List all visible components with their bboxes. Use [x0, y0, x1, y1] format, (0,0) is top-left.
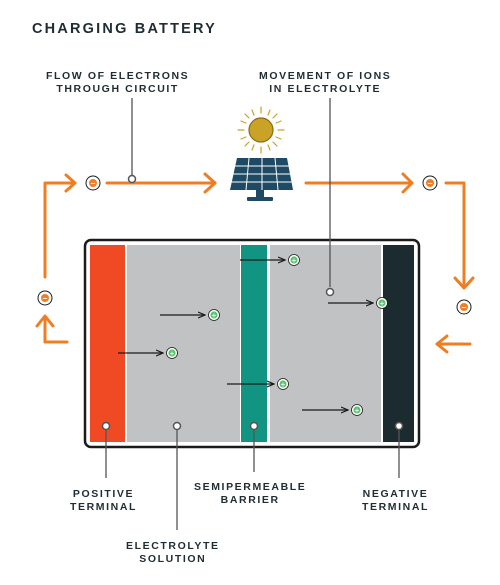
ion-icon: +: [166, 347, 178, 359]
svg-text:−: −: [90, 180, 96, 188]
label-movement-of-ions: MOVEMENT OF IONS IN ELECTROLYTE: [259, 70, 392, 95]
svg-text:+: +: [379, 299, 384, 307]
arrow-right-icon: [401, 172, 414, 194]
solar-panel-icon: [230, 157, 293, 201]
ion-icon: +: [288, 254, 300, 266]
svg-text:−: −: [427, 180, 433, 188]
svg-text:+: +: [280, 380, 285, 388]
circuit-wire: [35, 172, 475, 354]
arrow-right-icon: [203, 172, 217, 194]
circuit-segment-left-top: [43, 181, 75, 279]
label-electrolyte-solution: ELECTROLYTE SOLUTION: [126, 540, 220, 565]
electron-icon: −: [85, 175, 101, 191]
leader-dot: [101, 421, 111, 431]
ion-icon: +: [277, 378, 289, 390]
leader-dot: [249, 421, 259, 431]
leader-dot: [325, 287, 335, 297]
svg-text:+: +: [211, 311, 216, 319]
positive-terminal: [90, 245, 125, 442]
svg-text:−: −: [42, 295, 48, 303]
svg-text:−: −: [461, 304, 467, 312]
label-semipermeable-barrier: SEMIPERMEABLE BARRIER: [194, 481, 307, 506]
electron-icon: −: [37, 290, 53, 306]
ion-icon: +: [351, 404, 363, 416]
page-title: CHARGING BATTERY: [32, 21, 218, 37]
arrow-right-icon: [64, 173, 77, 193]
electrolyte-right: [270, 245, 381, 442]
leader-dot: [172, 421, 182, 431]
label-positive-terminal: POSITIVE TERMINAL: [70, 488, 138, 513]
label-negative-terminal: NEGATIVE TERMINAL: [362, 488, 430, 513]
ion-icon: +: [376, 297, 388, 309]
arrow-left-icon: [435, 334, 449, 354]
svg-text:+: +: [354, 406, 359, 414]
negative-terminal: [383, 245, 414, 442]
arrow-up-icon: [35, 314, 55, 328]
leader-dot: [394, 421, 404, 431]
electron-icon: −: [456, 299, 472, 315]
circuit-segment-right: [444, 181, 466, 288]
electrolyte-left: [127, 245, 240, 442]
svg-text:+: +: [291, 256, 296, 264]
sun-icon: [237, 106, 285, 154]
semipermeable-barrier: [241, 245, 267, 442]
electron-icon: −: [422, 175, 438, 191]
circuit-segment-left-bottom: [43, 318, 69, 344]
arrow-down-icon: [453, 276, 475, 290]
label-flow-of-electrons: FLOW OF ELECTRONS THROUGH CIRCUIT: [46, 70, 190, 95]
leader-dot: [127, 174, 137, 184]
svg-text:+: +: [169, 349, 174, 357]
ion-icon: +: [208, 309, 220, 321]
